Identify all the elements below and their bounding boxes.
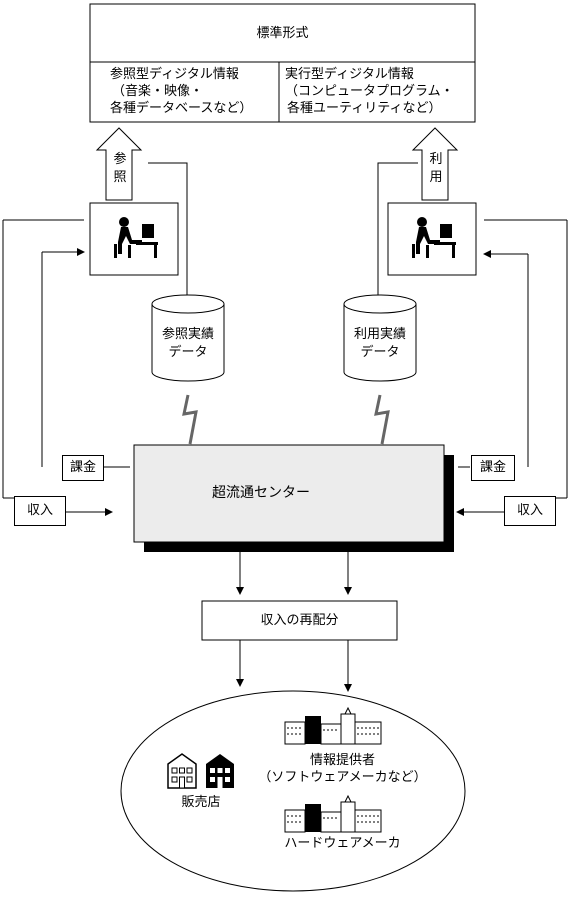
reference-arrow-label-1: 参 [113, 152, 127, 167]
left-income-box: 収入 [14, 496, 66, 526]
right-income-box: 収入 [504, 496, 556, 526]
reference-arrow-label-2: 照 [113, 170, 127, 185]
reference-up-arrow [95, 127, 143, 201]
executable-info-line3: 各種ユーティリティなど） [287, 101, 442, 116]
usage-data-label-2: データ [360, 345, 400, 360]
reference-info-line1: 参照型ディジタル情報 [110, 67, 239, 82]
reference-info-line2: （音楽・映像・ [112, 84, 204, 99]
reference-data-label-2: データ [168, 345, 208, 360]
income-redistribution-label: 収入の再配分 [260, 613, 339, 628]
redistribution-box [201, 600, 398, 641]
use-arrow-label-1: 利 [429, 152, 443, 167]
store-building-icon [167, 753, 197, 789]
city-buildings-icon [284, 706, 382, 745]
reference-data-label-1: 参照実績 [161, 327, 214, 342]
hardware-maker-label: ハードウェアメーカ [284, 836, 401, 851]
left-charge-box: 課金 [62, 455, 104, 481]
right-charge-box: 課金 [471, 455, 515, 481]
left-user-box [89, 202, 179, 276]
lightning-icon [374, 394, 390, 445]
standard-format-title: 標準形式 [256, 26, 309, 41]
beneficiaries-ellipse [120, 690, 466, 892]
center-box [133, 444, 445, 543]
left-database-cylinder [151, 294, 225, 382]
reference-info-line3: 各種データベースなど） [110, 101, 253, 116]
right-database-cylinder [343, 294, 417, 382]
computer-user-icon [412, 217, 456, 258]
super-distribution-center-label: 超流通センター [212, 485, 310, 501]
lightning-icon [182, 394, 198, 445]
executable-info-line1: 実行型ディジタル情報 [285, 67, 414, 82]
city-buildings-icon [284, 794, 382, 833]
store-building-icon [206, 754, 234, 788]
standard-format-box [89, 3, 476, 123]
executable-info-line2: （コンピュータプログラム・ [285, 84, 454, 99]
right-user-box [387, 202, 477, 276]
computer-user-icon [114, 217, 158, 258]
use-arrow-label-2: 用 [429, 170, 443, 185]
info-provider-label: 情報提供者 [309, 753, 375, 768]
store-label: 販売店 [181, 795, 221, 810]
use-up-arrow [411, 127, 459, 201]
usage-data-label-1: 利用実績 [353, 327, 406, 342]
info-provider-sub-label: （ソフトウェアメーカなど） [258, 770, 427, 785]
